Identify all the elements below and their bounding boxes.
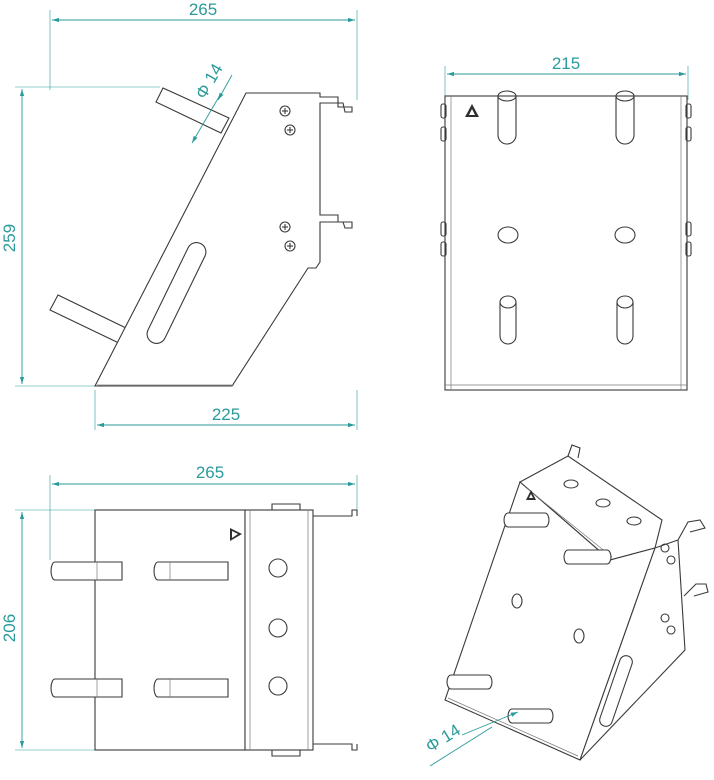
dim-label-diameter-iso: Φ 14 [422, 720, 464, 756]
bracket-body-front [444, 95, 688, 391]
dim-label-206: 206 [0, 614, 19, 642]
warning-triangle-icon [230, 528, 242, 541]
front-view: 215 [440, 54, 692, 391]
hole-top-3 [268, 676, 288, 696]
side-slot [146, 242, 207, 344]
bracket-body-side [94, 92, 353, 387]
hole-front-mid-left [497, 226, 519, 244]
dim-line-diameter-side [191, 94, 221, 144]
dim-label-225: 225 [212, 405, 240, 424]
dim-label-259: 259 [0, 224, 19, 252]
screw-icon [279, 105, 296, 252]
upper-pin [155, 87, 230, 134]
dim-label-265-bottom: 265 [196, 463, 224, 482]
isometric-view: Φ 14 [422, 444, 709, 767]
screw-icon [660, 543, 676, 635]
dim-line-diameter-iso [429, 726, 493, 767]
bracket-base-plate [94, 509, 246, 751]
pin-front-top-right [615, 96, 635, 145]
iso-slot [599, 655, 633, 727]
side-view: 265 259 225 Φ 14 [0, 0, 358, 430]
hole-top-1 [268, 558, 288, 578]
dim-label-215: 215 [552, 54, 580, 73]
pins-iso-view [446, 512, 612, 724]
side-bolt-icon [440, 103, 692, 257]
pin-front-bottom-right [616, 302, 634, 345]
warning-triangle-icon [465, 104, 479, 117]
hole-top-2 [268, 618, 288, 638]
pins-top-view [50, 561, 229, 698]
pin-front-bottom-left [499, 302, 517, 345]
bracket-mount-plate [244, 509, 314, 751]
lower-pin [49, 294, 131, 346]
dim-label-diameter-side: Φ 14 [192, 60, 227, 102]
warning-triangle-icon [526, 490, 536, 500]
dim-label-265-top: 265 [189, 0, 217, 19]
hole-front-mid-right [614, 226, 636, 244]
top-view: 265 206 [0, 463, 358, 757]
pin-front-top-left [497, 96, 517, 145]
iso-right-face [579, 539, 686, 761]
